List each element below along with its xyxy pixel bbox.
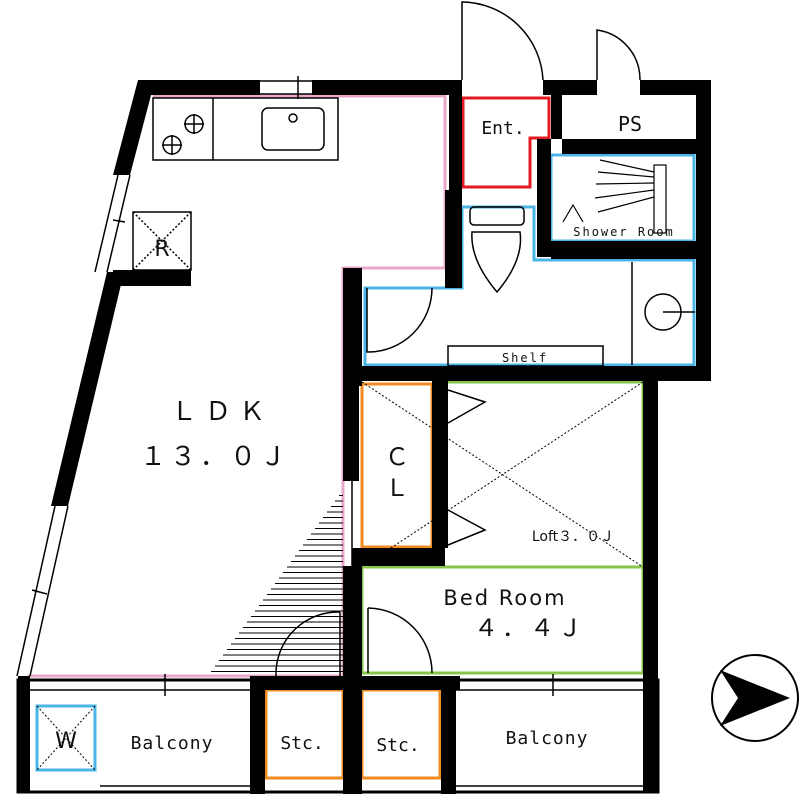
bedroom-door <box>367 607 433 674</box>
sink <box>261 107 325 151</box>
washer-space <box>35 704 97 772</box>
refrigerator-space <box>132 211 192 271</box>
storage-left-label: Stc. <box>280 733 323 754</box>
balcony-right-label: Balcony <box>506 728 589 749</box>
toilet-tank <box>469 206 525 226</box>
entrance-outline <box>461 96 551 189</box>
loft-lines <box>361 381 644 568</box>
kitchen-counter <box>152 97 339 161</box>
toilet-fixtures <box>447 206 695 367</box>
refrigerator-label: R <box>154 237 169 262</box>
loft-ladder <box>447 389 487 546</box>
ps-label: PS <box>618 112 642 136</box>
bedroom-size: ４．４Ｊ <box>474 614 586 642</box>
ldk-size: １３．０Ｊ <box>140 442 290 472</box>
washer-label: W <box>55 729 77 754</box>
shelf-label: Shelf <box>502 351 548 365</box>
shower-label: Shower Room <box>573 225 674 239</box>
kitchen <box>132 97 339 271</box>
balcony-floor <box>16 678 660 794</box>
shower-fixtures <box>562 159 667 234</box>
windows <box>16 76 643 787</box>
ps-door <box>596 29 641 81</box>
doors <box>275 1 641 677</box>
labels: ＬＤＫ １３．０Ｊ Bed Room ４．４Ｊ Loft３．０Ｊ Ｃ Ｌ Ent… <box>55 112 674 756</box>
stairs <box>211 495 343 672</box>
storage-right-label: Stc. <box>376 735 419 756</box>
balcony-left-label: Balcony <box>131 733 214 754</box>
entrance-door <box>461 1 544 81</box>
toilet-bowl <box>471 231 522 294</box>
compass-icon <box>711 654 799 742</box>
walls <box>18 80 711 794</box>
toilet-door <box>366 287 433 353</box>
stove-icon <box>162 114 204 155</box>
closet-label-2: Ｌ <box>385 474 409 502</box>
entrance-label: Ent. <box>481 118 524 139</box>
loft-label: Loft３．０Ｊ <box>532 529 614 545</box>
toilet-outline <box>363 205 696 367</box>
shelf <box>447 345 604 367</box>
bedroom-name: Bed Room <box>443 586 566 610</box>
closet-label-1: Ｃ <box>385 443 409 471</box>
ldk-name: ＬＤＫ <box>171 397 273 427</box>
